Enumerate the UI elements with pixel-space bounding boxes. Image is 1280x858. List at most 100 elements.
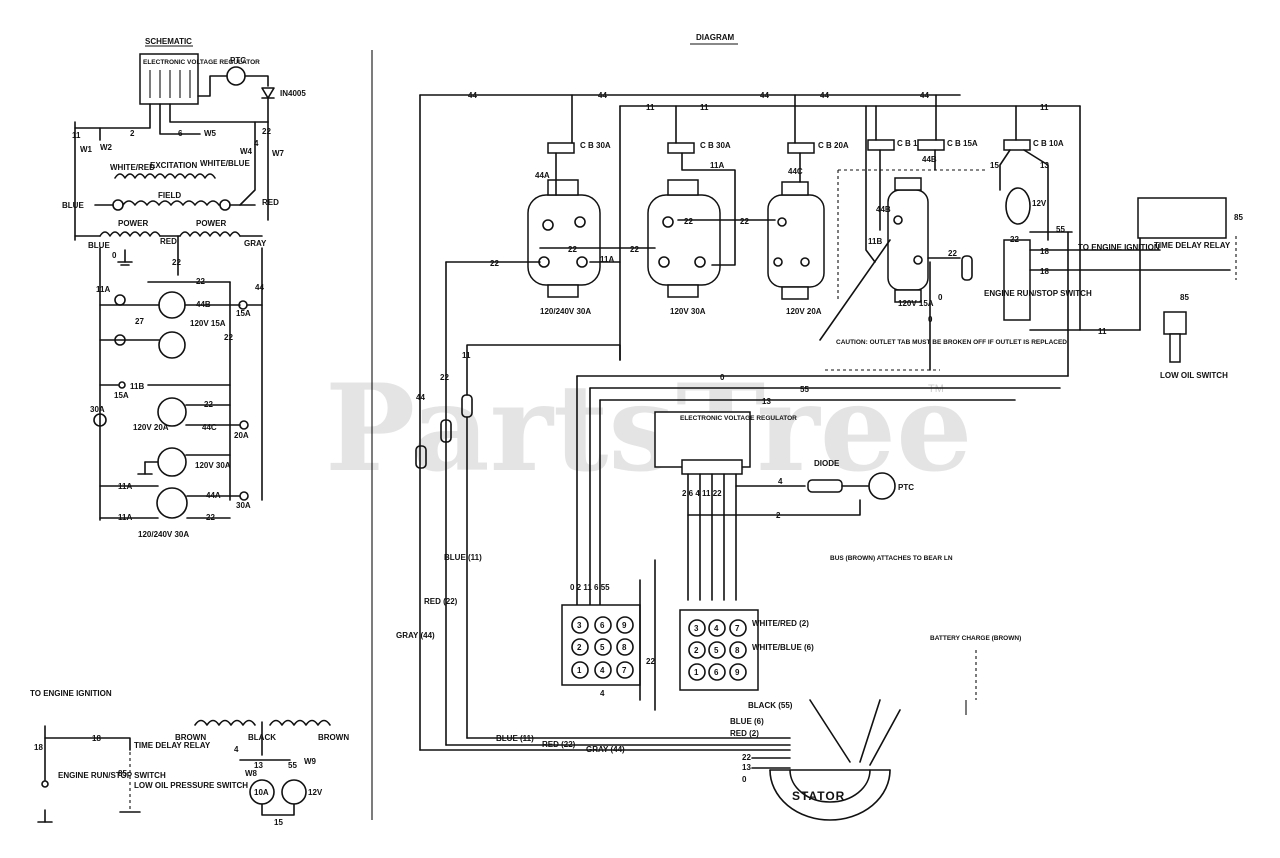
bus-note: BUS (BROWN) ATTACHES TO BEAR LN	[830, 555, 953, 562]
stator-label: STATOR	[792, 789, 845, 803]
top-11-2: 11	[700, 103, 709, 112]
cb-15a-1	[867, 139, 895, 151]
low-oil-85: 85	[1180, 293, 1189, 302]
diag-55b: 55	[800, 385, 809, 394]
time-delay-relay	[1137, 197, 1227, 239]
diag-11a: 11A	[710, 161, 724, 170]
r2-label: 120V 30A	[670, 307, 706, 316]
diagram-title: DIAGRAM	[696, 33, 735, 42]
blue-label-2: BLUE	[88, 241, 110, 250]
white-blue-label: WHITE/BLUE (6)	[752, 643, 814, 652]
inline-fuse-gray	[415, 445, 427, 469]
ptc-label: PTC	[898, 483, 914, 492]
white-red-label: WHITE/RED (2)	[752, 619, 809, 628]
diag-22-2: 22	[630, 245, 639, 254]
power-coil-right	[179, 231, 241, 237]
cb-20a	[787, 142, 815, 154]
to-engine-label: TO ENGINE IGNITION	[1078, 243, 1160, 252]
rating-120-240v-30a: 120/240V 30A	[138, 530, 189, 539]
svg-text:2: 2	[577, 643, 582, 652]
red-label-2: RED	[160, 237, 177, 246]
relay-85-label: 85	[1234, 213, 1243, 222]
bottom-0-label: 0	[742, 775, 747, 784]
wire-27-label: 27	[135, 317, 144, 326]
fuse-22-label: 22	[440, 373, 449, 382]
svg-text:7: 7	[622, 666, 627, 675]
time-delay-relay-label: TIME DELAY RELAY	[134, 741, 211, 750]
diag-0-3: 0	[720, 373, 725, 382]
diode-icon	[261, 87, 275, 99]
cb-10a-label: C B 10A	[1033, 139, 1064, 148]
svg-text:9: 9	[622, 621, 627, 630]
ignition-18-label: 18	[92, 734, 101, 743]
evr-pins-label: 2 6 4 11 22	[682, 489, 722, 498]
brown-right-label: BROWN	[318, 733, 349, 742]
cb-30a-2	[667, 142, 695, 154]
cb-15a-2-label: C B 15A	[947, 139, 978, 148]
ignition-85-label: 85	[118, 769, 127, 778]
red-22-label: RED (22)	[424, 597, 458, 606]
run-stop-label: ENGINE RUN/STOP SWITCH	[984, 289, 1092, 298]
wire-11a-label: 11A	[96, 285, 110, 294]
blue-label: BLUE	[62, 201, 84, 210]
svg-text:3: 3	[577, 621, 582, 630]
w7-label: W7	[272, 149, 285, 158]
electronic-voltage-regulator	[654, 411, 751, 468]
wire-22f-label: 22	[206, 513, 215, 522]
diag-11c: 11	[1098, 327, 1107, 336]
connector-top-pins: 0 2 11 6 55	[570, 583, 610, 592]
brown-left-label: BROWN	[175, 733, 206, 742]
svg-text:4: 4	[600, 666, 605, 675]
wire-2-label: 2	[130, 129, 135, 138]
battery-13-label: 13	[254, 761, 263, 770]
diag-22-6: 22	[948, 249, 957, 258]
gray-label: GRAY	[244, 239, 267, 248]
run-stop-switch-label: ENGINE RUN/STOP SWITCH	[58, 771, 166, 780]
bottom-13-label: 13	[742, 763, 751, 772]
cb-30a-1-label: C B 30A	[580, 141, 611, 150]
receptacle-120v-15a: 120V 15A	[887, 177, 934, 308]
svg-text:1: 1	[694, 668, 699, 677]
bottom-red-label: RED (22)	[542, 740, 576, 749]
cb-30a-2-label: 30A	[236, 501, 251, 510]
rating-120v-30a: 120V 30A	[195, 461, 231, 470]
ptc-icon	[868, 472, 896, 500]
wire-44a-label: 44A	[206, 491, 221, 500]
battery-note: BATTERY CHARGE (BROWN)	[930, 635, 1021, 642]
rating-120v-20a: 120V 20A	[133, 423, 169, 432]
wire-22e-label: 22	[204, 400, 213, 409]
diag-0-2: 0	[928, 315, 933, 324]
cb-10a-label: 10A	[254, 788, 269, 797]
diag-13: 13	[1040, 161, 1049, 170]
power-right-label: POWER	[196, 219, 226, 228]
svg-text:6: 6	[600, 621, 605, 630]
svg-text:9: 9	[735, 668, 740, 677]
diag-22-5: 22	[490, 259, 499, 268]
w2-label: W2	[100, 143, 113, 152]
diag-13b: 13	[762, 397, 771, 406]
receptacle-120v-20a: 120V 20A	[767, 181, 825, 316]
outlet-15a	[158, 291, 186, 319]
diag-15: 15	[990, 161, 999, 170]
diode-icon	[807, 479, 843, 493]
gray-44-label: GRAY (44)	[396, 631, 435, 640]
diag-22-1: 22	[568, 245, 577, 254]
run-stop-switch	[1003, 239, 1031, 321]
outlet-30a	[157, 447, 187, 477]
r1-label: 120/240V 30A	[540, 307, 591, 316]
ignition-schematic: TO ENGINE IGNITION 18 18 TIME DELAY RELA…	[30, 689, 248, 823]
svg-text:8: 8	[735, 646, 740, 655]
w5-label: W5	[204, 129, 217, 138]
top-44-4: 44	[820, 91, 829, 100]
cb-15a-1-label: C B 15A	[897, 139, 928, 148]
wire-11a-2-label: 11A	[118, 482, 132, 491]
switch-22-label: 22	[1010, 235, 1019, 244]
top-11-1: 11	[646, 103, 655, 112]
diag-44bb: 44B	[922, 155, 937, 164]
wire-4-label: 4	[254, 139, 259, 148]
watermark: PartsTree	[325, 358, 972, 499]
diag-4: 4	[778, 477, 783, 486]
evr-label: ELECTRONIC VOLTAGE REGULATOR	[680, 415, 797, 422]
diag-0-1: 0	[938, 293, 943, 302]
svg-text:1: 1	[577, 666, 582, 675]
